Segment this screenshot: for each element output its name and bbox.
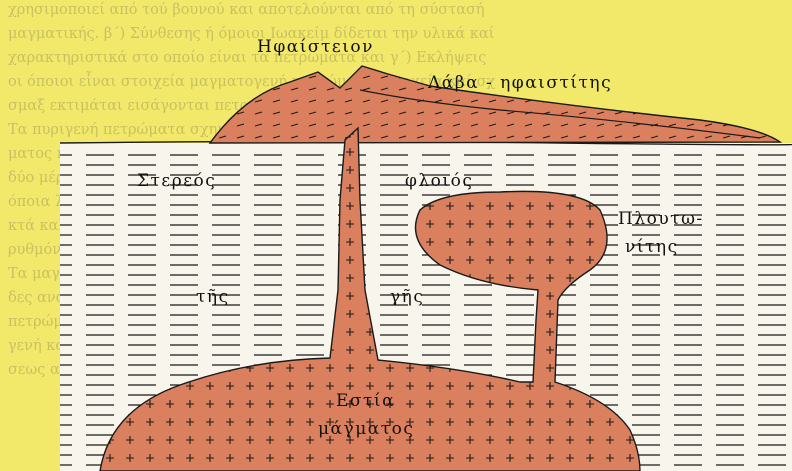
- label-plutonite-1: Πλουτω-: [618, 209, 704, 229]
- label-magma-2: μάγματος: [318, 419, 414, 439]
- background-text-line: ρυθμόν.: [8, 242, 66, 258]
- label-volcano: Ηφαίστειον: [257, 37, 374, 57]
- label-plutonite-2: νίτης: [625, 237, 679, 257]
- label-crust-2: φλοιός: [405, 171, 473, 191]
- label-lava: Λάβα - ηφαιστίτης: [427, 73, 612, 93]
- background-text-line: μαγματικής. β΄) Σύνθεσης ή όμοιοι Ιωακεί…: [8, 25, 494, 42]
- label-crust-4: γῆς: [390, 287, 424, 307]
- background-text-line: χρησιμοποιεί από τού βουνού και αποτελού…: [8, 1, 485, 18]
- label-crust-1: Στερεός: [137, 171, 216, 191]
- background-text-line: χαρακτηριστικά στο οποίο είναι τα πετρώμ…: [8, 49, 486, 66]
- label-magma-1: Εστία: [336, 391, 395, 411]
- label-crust-3: τῆς: [196, 287, 230, 307]
